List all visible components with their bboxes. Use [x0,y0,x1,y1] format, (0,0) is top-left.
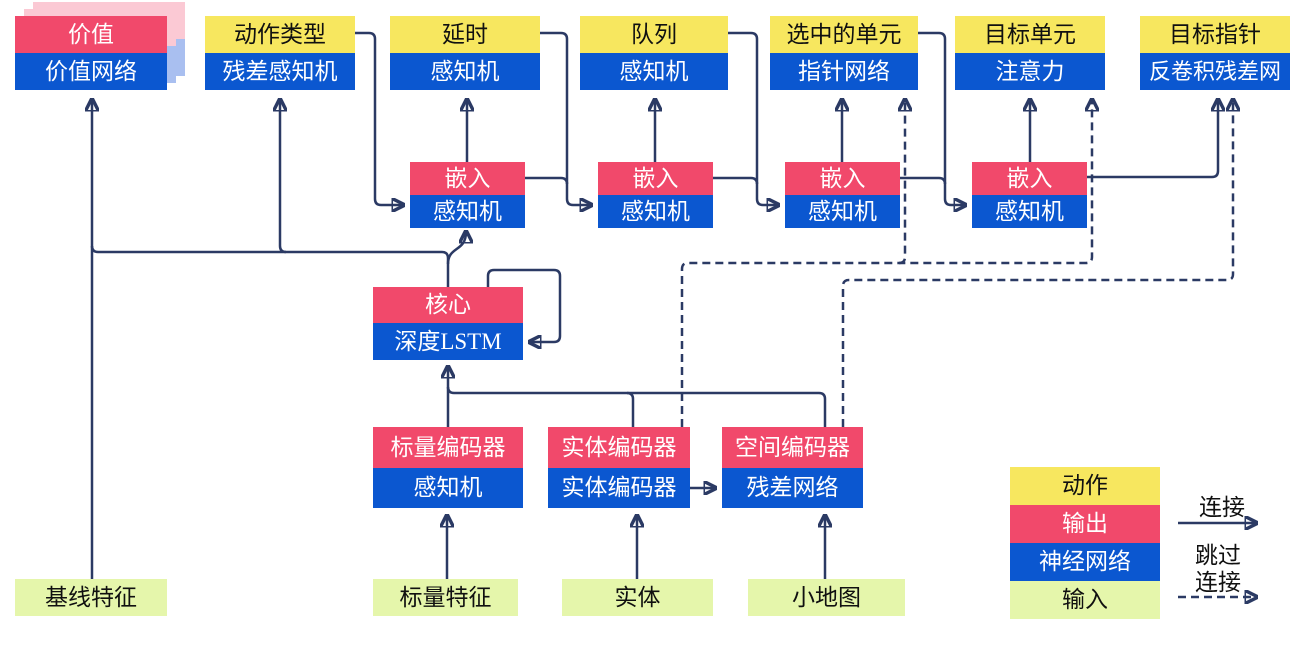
node-entity-encoder: 实体编码器 实体编码器 [548,427,690,508]
node-embed-3: 嵌入 感知机 [785,162,900,228]
edge-spatial-encoder-to-core [446,386,827,427]
legend-skip-arrow-label-line2: 连接 [1195,570,1241,595]
node-entities: 实体 [562,579,713,616]
node-embed-4: 嵌入 感知机 [972,162,1087,228]
node-core: 核心 深度LSTM [373,287,523,360]
node-entity-encoder-head: 实体编码器 [548,427,690,468]
node-delay-head: 延时 [390,16,540,53]
node-embed-4-head: 嵌入 [972,162,1087,195]
node-embed-2-net: 感知机 [598,195,713,228]
node-queue-head: 队列 [580,16,728,53]
node-embed-2: 嵌入 感知机 [598,162,713,228]
edge-embed2-to-channel3 [713,176,759,185]
node-queue: 队列 感知机 [580,16,728,90]
node-action-type-head: 动作类型 [205,16,355,53]
node-target-unit-net: 注意力 [955,53,1105,90]
node-embed-2-head: 嵌入 [598,162,713,195]
node-delay: 延时 感知机 [390,16,540,90]
node-scalar-encoder-net: 感知机 [373,468,523,508]
node-queue-net: 感知机 [580,53,728,90]
node-baseline-features: 基线特征 [15,579,167,616]
edge-core-to-action-type [280,100,286,254]
node-embed-1: 嵌入 感知机 [410,162,525,228]
node-scalar-features: 标量特征 [373,579,518,616]
node-core-net: 深度LSTM [373,323,523,360]
legend-color-key: 动作 输出 神经网络 输入 [1010,467,1160,619]
node-action-type: 动作类型 残差感知机 [205,16,355,90]
node-delay-net: 感知机 [390,53,540,90]
edge-embed3-to-channel4 [900,176,947,185]
node-spatial-encoder-net: 残差网络 [722,468,863,508]
node-value: 价值 价值网络 [15,16,167,90]
node-embed-3-head: 嵌入 [785,162,900,195]
node-target-point-net: 反卷积残差网 [1140,53,1290,90]
legend-input: 输入 [1010,581,1160,619]
node-baseline-features-label: 基线特征 [15,579,167,616]
legend-output: 输出 [1010,505,1160,543]
legend-skip-arrow-label-line1: 跳过 [1195,543,1241,568]
edge-core-trunk-left [90,245,450,287]
node-embed-4-net: 感知机 [972,195,1087,228]
node-value-head: 价值 [15,16,167,53]
legend-network: 神经网络 [1010,543,1160,581]
node-value-net: 价值网络 [15,53,167,90]
node-selected-units-net: 指针网络 [770,53,918,90]
node-scalar-features-label: 标量特征 [373,579,518,616]
node-scalar-encoder: 标量编码器 感知机 [373,427,523,508]
legend-action: 动作 [1010,467,1160,505]
skip-entity-encoder-to-target-unit [680,100,1092,427]
node-spatial-encoder-head: 空间编码器 [722,427,863,468]
node-target-point-head: 目标指针 [1140,16,1290,53]
skip-spatial-encoder-to-target-point [841,100,1233,427]
node-target-point: 目标指针 反卷积残差网 [1140,16,1290,90]
edge-embed4-to-target-point [1087,100,1218,179]
node-selected-units: 选中的单元 指针网络 [770,16,918,90]
node-minimap: 小地图 [748,579,905,616]
legend-solid-arrow-label: 连接 [1199,495,1245,520]
node-selected-units-head: 选中的单元 [770,16,918,53]
node-scalar-encoder-head: 标量编码器 [373,427,523,468]
node-action-type-net: 残差感知机 [205,53,355,90]
node-embed-3-net: 感知机 [785,195,900,228]
edge-entity-encoder-to-core [626,391,635,427]
node-target-unit: 目标单元 注意力 [955,16,1105,90]
edge-embed1-to-channel2 [525,176,569,185]
node-entities-label: 实体 [562,579,713,616]
node-entity-encoder-net: 实体编码器 [548,468,690,508]
node-embed-1-net: 感知机 [410,195,525,228]
node-target-unit-head: 目标单元 [955,16,1105,53]
node-embed-1-head: 嵌入 [410,162,525,195]
edge-core-to-embed1 [446,232,466,265]
node-minimap-label: 小地图 [748,579,905,616]
node-spatial-encoder: 空间编码器 残差网络 [722,427,863,508]
node-core-head: 核心 [373,287,523,323]
